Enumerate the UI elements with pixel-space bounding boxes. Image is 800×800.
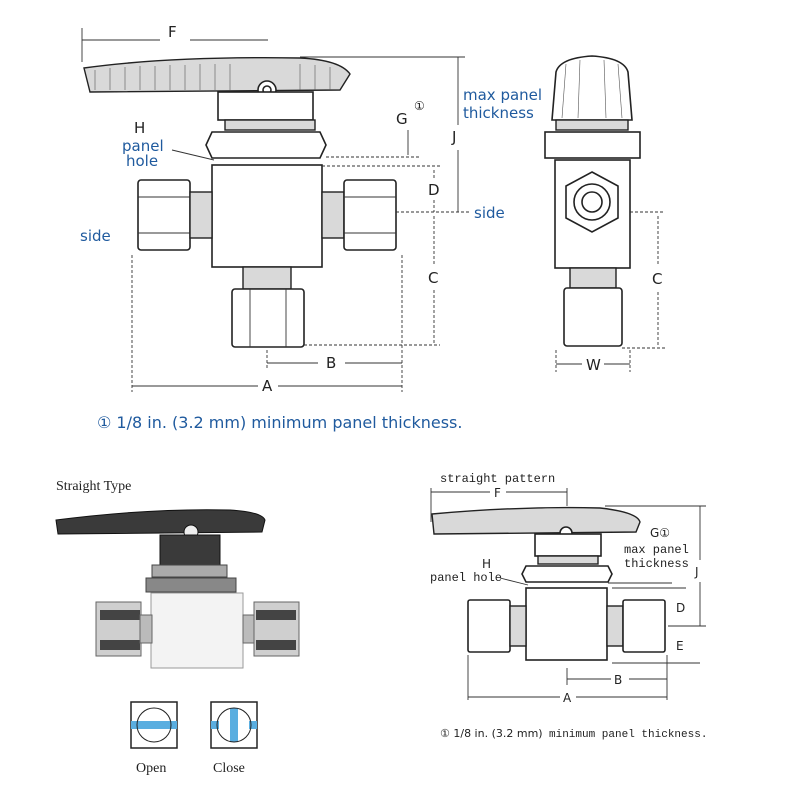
valve-body: [211, 164, 323, 268]
sp-dim-d-label: D: [676, 601, 685, 615]
dim-f-label: F: [168, 23, 177, 41]
dim-d-label: D: [428, 181, 440, 199]
panel-hole-label-2: hole: [126, 152, 158, 170]
sp-note-mono: minimum panel thickness.: [549, 729, 707, 741]
dim-j-label: J: [451, 128, 456, 146]
sp-max-panel-1: max panel: [624, 543, 689, 557]
dark-handle: [55, 509, 266, 535]
sp-max-panel-2: thickness: [624, 557, 689, 571]
sp-dim-b-label: B: [614, 673, 622, 687]
dim-g-label: G: [396, 110, 408, 128]
close-position-icon: Close: [210, 701, 258, 776]
open-position-icon: Open: [130, 701, 178, 776]
white-body: [150, 592, 244, 669]
sp-dim-a-label: A: [563, 691, 572, 705]
dim-a-label: A: [262, 377, 273, 395]
sp-note-sans: ① 1/8 in. (3.2 mm): [440, 727, 543, 740]
three-way-valve-side-view: C W: [544, 55, 665, 374]
panel-nut: [205, 131, 327, 159]
straight-pattern-drawing: straight pattern F G① max panel thicknes…: [430, 472, 707, 741]
sp-dim-f-label: F: [494, 486, 501, 500]
straight-type-illustration: Straight Type: [55, 479, 300, 669]
sp-dim-h-label: H: [482, 557, 491, 571]
footnote-mark: ①: [414, 99, 425, 113]
straight-type-title: Straight Type: [56, 479, 131, 494]
dim-h-label: H: [134, 119, 145, 137]
side-dim-w-label: W: [586, 356, 601, 374]
open-label: Open: [136, 761, 166, 776]
side-label-left: side: [80, 227, 111, 245]
sp-dim-e-label: E: [676, 639, 684, 653]
dim-c-label: C: [428, 269, 438, 287]
side-label-right: side: [474, 204, 505, 222]
max-panel-label-2: thickness: [463, 104, 534, 122]
straight-pattern-title: straight pattern: [440, 472, 555, 486]
sp-dim-j-label: J: [694, 565, 699, 579]
max-panel-label-1: max panel: [463, 86, 542, 104]
handle: [83, 57, 351, 93]
sp-panel-hole-label: panel hole: [430, 571, 502, 585]
dim-b-label: B: [326, 354, 336, 372]
close-label: Close: [213, 761, 245, 776]
side-dim-c-label: C: [652, 270, 662, 288]
panel-thickness-note: ① 1/8 in. (3.2 mm) minimum panel thickne…: [97, 413, 462, 432]
sp-dim-g-label: G①: [650, 526, 670, 540]
three-way-valve-front-view: F H panel hole G ① max panel thickness: [80, 23, 542, 432]
panel-hole-label-1: panel: [122, 137, 164, 155]
